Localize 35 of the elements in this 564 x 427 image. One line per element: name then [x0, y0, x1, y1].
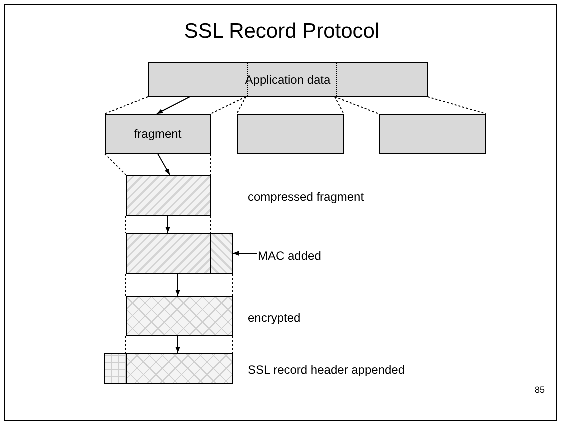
- fragment-box: [105, 114, 211, 154]
- arrow: [176, 336, 180, 354]
- arrow: [158, 154, 170, 176]
- mac-box: [210, 233, 233, 274]
- arrow: [166, 216, 170, 234]
- callout-text: MAC added: [258, 249, 322, 263]
- projection-line: [104, 96, 148, 114]
- caption-text: encrypted: [248, 311, 301, 325]
- projection-line: [232, 274, 234, 296]
- data-box: [148, 62, 428, 97]
- projection-line: [232, 336, 234, 354]
- arrow: [232, 251, 258, 256]
- projection-line: [210, 96, 246, 114]
- slide-title: SSL Record Protocol: [183, 20, 381, 44]
- encrypted-box: [126, 296, 233, 336]
- projection-line: [210, 216, 212, 234]
- compressed-box: [126, 175, 211, 216]
- box-label: Application data: [245, 72, 331, 86]
- box-label: fragment: [134, 127, 182, 141]
- arrow: [156, 96, 190, 114]
- caption-text: SSL record header appended: [248, 363, 406, 377]
- arrow: [176, 274, 180, 296]
- projection-line: [236, 96, 246, 114]
- projection-line: [334, 96, 380, 114]
- projection-line: [104, 154, 126, 176]
- caption-text: compressed fragment: [248, 190, 364, 204]
- fragment-box: [237, 114, 344, 154]
- projection-line: [428, 96, 486, 114]
- compressed-box: [126, 233, 211, 274]
- header-box: [104, 353, 127, 384]
- fragment-box: [379, 114, 486, 154]
- encrypted-box: [126, 353, 233, 384]
- projection-line: [210, 154, 212, 176]
- page-number: 85: [535, 385, 546, 395]
- projection-line: [334, 96, 344, 114]
